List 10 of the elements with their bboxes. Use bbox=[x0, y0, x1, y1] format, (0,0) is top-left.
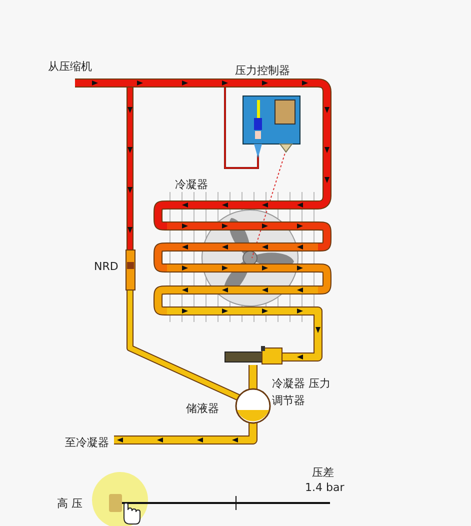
valve-label: NRD bbox=[94, 260, 118, 273]
component-label: 冷凝器 bbox=[175, 178, 208, 191]
inlet-label: 从压缩机 bbox=[48, 60, 92, 73]
outlet-label: 至冷凝器 bbox=[65, 436, 109, 449]
component-label: 冷凝器 压力调节器 bbox=[272, 376, 332, 409]
slider-label: 高 压 bbox=[57, 497, 82, 510]
component-label: 储液器 bbox=[186, 402, 219, 415]
slider-caption: 压差 bbox=[312, 466, 334, 479]
slider-value: 1.4 bar bbox=[305, 481, 344, 494]
component-label: 压力控制器 bbox=[235, 64, 290, 77]
